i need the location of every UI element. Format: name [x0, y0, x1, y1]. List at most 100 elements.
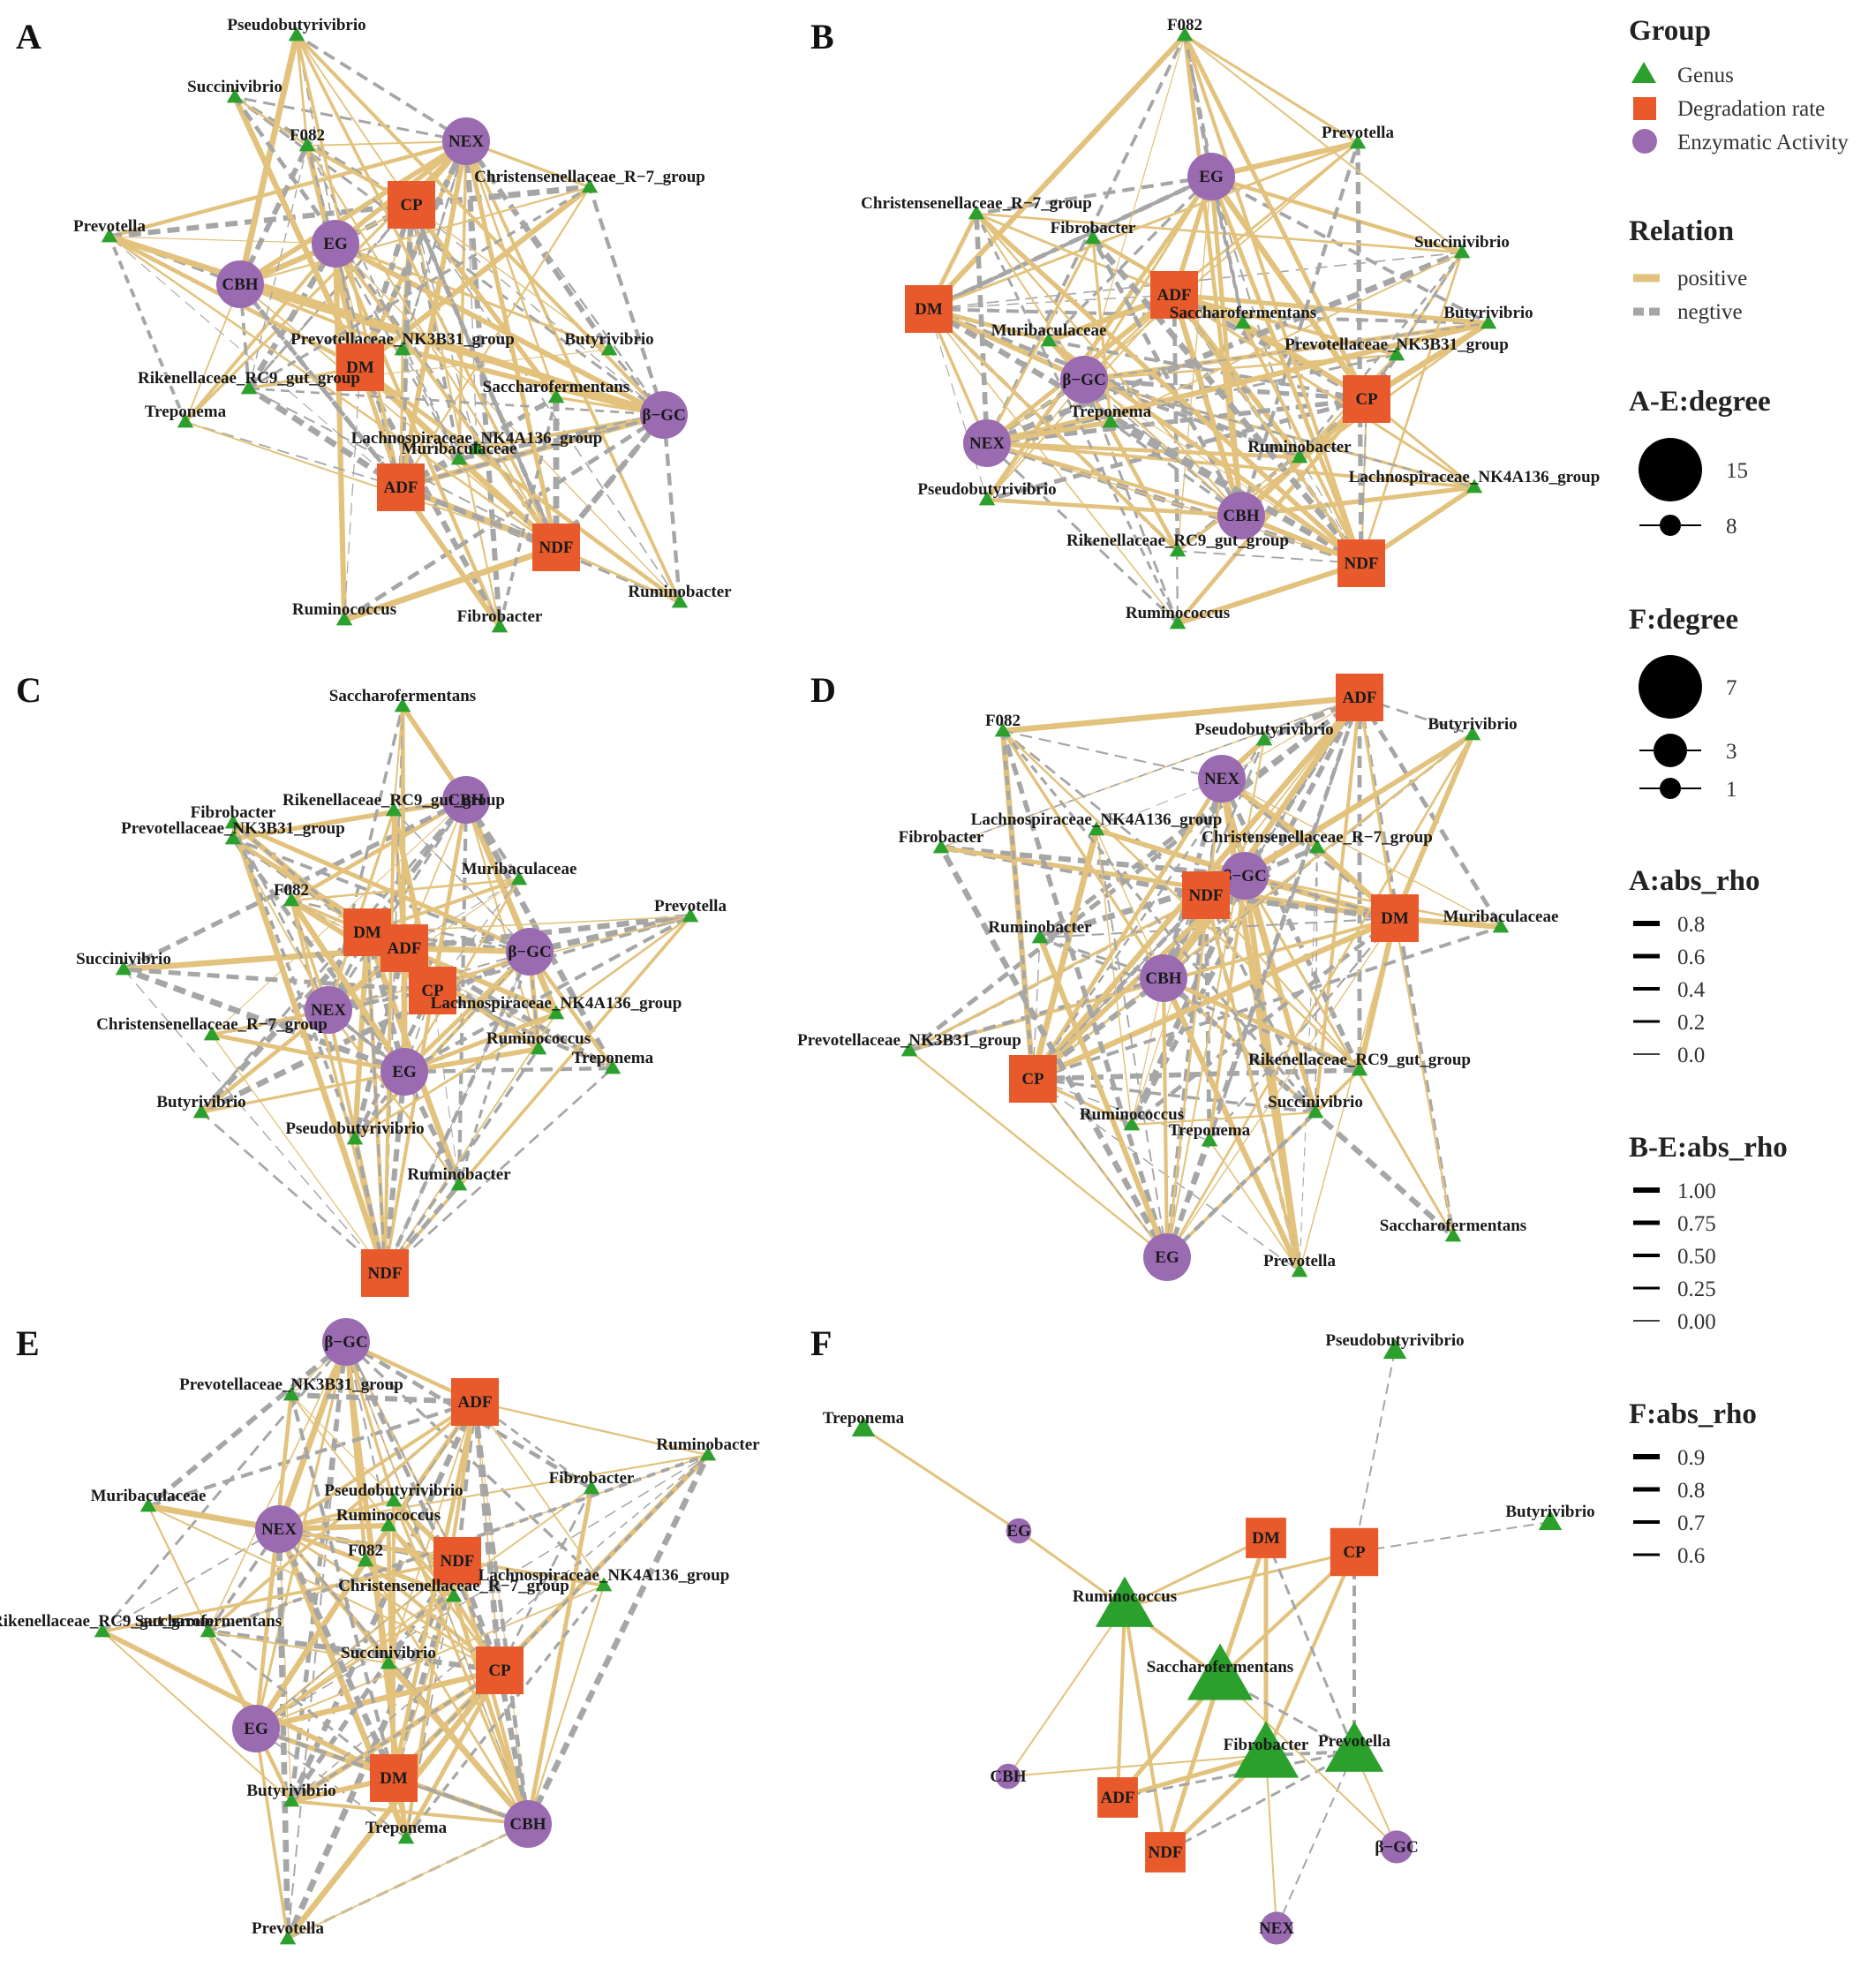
node-pseudobutyrivibrio-genus-marker	[1383, 1338, 1407, 1360]
legend-ae-degree-15-symbol	[1639, 438, 1702, 501]
node-dm-degradation-marker	[905, 285, 953, 333]
edge-nex-f082	[306, 140, 467, 147]
node-f082-label: F082	[985, 712, 1021, 730]
edge-b-gc-prevotella	[529, 913, 691, 955]
node-treponema-genus-marker	[397, 1829, 415, 1844]
node-muribaculaceae-genus-marker	[1040, 332, 1058, 347]
edge-f082-cp	[1002, 730, 1034, 1080]
node-christensenellaceae-r-7-group-label: Christensenellaceae_R−7_group	[1202, 828, 1433, 847]
node-nex-enzyme-marker	[255, 1505, 303, 1553]
edge-muribaculaceae-f082	[306, 145, 460, 460]
legend-f-degree-7-symbol	[1639, 655, 1702, 719]
edge-cbh-fibrobacter	[1007, 1754, 1267, 1777]
edge-eg-f082	[253, 1559, 368, 1730]
node-f082-label: F082	[1167, 16, 1202, 34]
edge-eg-succinivibrio	[1165, 1111, 1317, 1259]
panel-letter-b: B	[810, 17, 834, 57]
panel-c: SaccharofermentansCBHFibrobacterPrevotel…	[16, 670, 727, 1297]
node-cbh-label: CBH	[509, 1815, 546, 1834]
edge-adf-rikenellaceae-rc9-gut-group	[247, 386, 403, 490]
edge-nex-ruminobacter	[464, 140, 682, 603]
node-dm-label: DM	[1381, 909, 1409, 928]
node-pseudobutyrivibrio-label: Pseudobutyrivibrio	[1194, 720, 1333, 739]
edge-dm-pseudobutyrivibrio	[928, 308, 988, 501]
edge-ndf-b-gc	[1083, 379, 1362, 564]
node-ruminococcus-label: Ruminococcus	[1073, 1587, 1177, 1606]
edge-lachnospiraceae-nk4a136-group-adf	[1173, 293, 1475, 489]
edge-cbh-treponema	[1110, 420, 1242, 517]
node-fibrobacter-genus-marker	[583, 1480, 600, 1495]
node-adf-degradation-marker	[1097, 1777, 1138, 1818]
edge-eg-lachnospiraceae-nk4a136-group	[255, 1585, 605, 1730]
node-eg-label: EG	[1006, 1522, 1031, 1541]
edge-ndf-cp	[384, 990, 433, 1274]
edge-ruminobacter-succinivibrio	[1298, 252, 1464, 458]
legend-f-rho-title: F:abs_rho	[1629, 1398, 1757, 1430]
node-rikenellaceae-rc9-gut-group-genus-marker	[240, 380, 258, 395]
edge-rikenellaceae-rc9-gut-group-b-gc	[393, 810, 531, 953]
edge-b-gc-cbh	[464, 799, 531, 953]
node-dm-label: DM	[346, 358, 374, 377]
edge-rikenellaceae-rc9-gut-group-f082	[1002, 730, 1360, 1071]
node-succinivibrio-genus-marker	[115, 961, 132, 976]
edge-cp-muribaculaceae	[1048, 339, 1367, 401]
node-f082-label: F082	[274, 881, 309, 900]
node-christensenellaceae-r-7-group-genus-marker	[1308, 839, 1326, 854]
node-b-gc-label: β−GC	[1375, 1838, 1418, 1857]
edge-b-gc-rikenellaceae-rc9-gut-group	[101, 1341, 348, 1632]
node-rikenellaceae-rc9-gut-group-genus-marker	[1351, 1061, 1368, 1076]
node-adf-degradation-marker	[451, 1378, 499, 1426]
edge-prevotellaceae-nk3b31-group-nex	[401, 140, 468, 350]
edge-cbh-lachnospiraceae-nk4a136-group	[526, 1585, 606, 1825]
legend-degradation-swatch	[1633, 97, 1656, 120]
edge-treponema-prevotella	[1209, 1140, 1300, 1272]
panel-b-nodes: F082EGPrevotellaChristensenellaceae_R−7_…	[861, 16, 1600, 629]
edge-b-gc-prevotellaceae-nk3b31-group	[402, 347, 665, 418]
edge-eg-ruminococcus	[332, 243, 348, 621]
node-rikenellaceae-rc9-gut-group-genus-marker	[1169, 542, 1187, 557]
edge-adf-prevotella	[403, 913, 691, 952]
node-b-gc-enzyme-marker	[322, 1318, 370, 1366]
node-prevotella-genus-marker	[682, 908, 699, 923]
edge-b-gc-butyrivibrio	[607, 348, 666, 417]
node-eg-enzyme-marker	[232, 1705, 280, 1752]
edge-nex-butyrivibrio	[200, 1009, 329, 1113]
edge-cp-nex	[1031, 777, 1224, 1081]
legend-genus-swatch	[1631, 62, 1656, 83]
edge-b-gc-butyrivibrio	[1083, 322, 1489, 381]
edge-f082-succinivibrio	[234, 96, 308, 147]
edge-prevotella-nex	[1276, 1751, 1355, 1929]
edge-eg-succinivibrio	[122, 966, 406, 1075]
node-dm-degradation-marker	[1246, 1518, 1286, 1558]
node-muribaculaceae-genus-marker	[1492, 918, 1510, 933]
edge-pseudobutyrivibrio-b-gc	[354, 951, 531, 1140]
edge-prevotella-f082	[1184, 34, 1359, 145]
node-eg-enzyme-marker	[1143, 1233, 1191, 1281]
edge-b-gc-treponema	[528, 950, 614, 1070]
node-saccharofermentans-label: Saccharofermentans	[135, 1612, 282, 1631]
legend-f-degree-7: 7	[1726, 676, 1737, 700]
edge-succinivibrio-treponema	[1110, 252, 1463, 423]
edge-eg-dm	[1166, 917, 1396, 1258]
node-saccharofermentans-label: Saccharofermentans	[1380, 1217, 1526, 1235]
node-lachnospiraceae-nk4a136-group-label: Lachnospiraceae_NK4A136_group	[351, 429, 603, 448]
edge-dm-saccharofermentans	[1217, 1537, 1269, 1678]
edge-cbh-ruminobacter	[525, 1453, 711, 1826]
node-butyrivibrio-label: Butyrivibrio	[246, 1782, 335, 1800]
node-adf-label: ADF	[1156, 286, 1191, 305]
node-eg-label: EG	[1199, 168, 1224, 186]
legend-be-rho-value-0: 1.00	[1677, 1179, 1716, 1203]
edge-rikenellaceae-rc9-gut-group-butyrivibrio	[102, 1631, 292, 1802]
edge-cbh-nex	[986, 441, 1242, 517]
edge-prevotellaceae-nk3b31-group-muribaculaceae	[402, 349, 460, 460]
node-christensenellaceae-r-7-group-genus-marker	[203, 1026, 221, 1041]
node-treponema-genus-marker	[1201, 1132, 1218, 1147]
node-f082-label: F082	[348, 1541, 383, 1560]
edge-nex-ruminococcus	[985, 441, 1179, 625]
edge-eg-lachnospiraceae-nk4a136-group	[403, 1011, 557, 1074]
node-saccharofermentans-label: Saccharofermentans	[1170, 304, 1316, 322]
edge-b-gc-dm	[927, 306, 1086, 382]
node-b-gc-label: β−GC	[324, 1333, 367, 1352]
node-treponema-label: Treponema	[365, 1819, 448, 1837]
